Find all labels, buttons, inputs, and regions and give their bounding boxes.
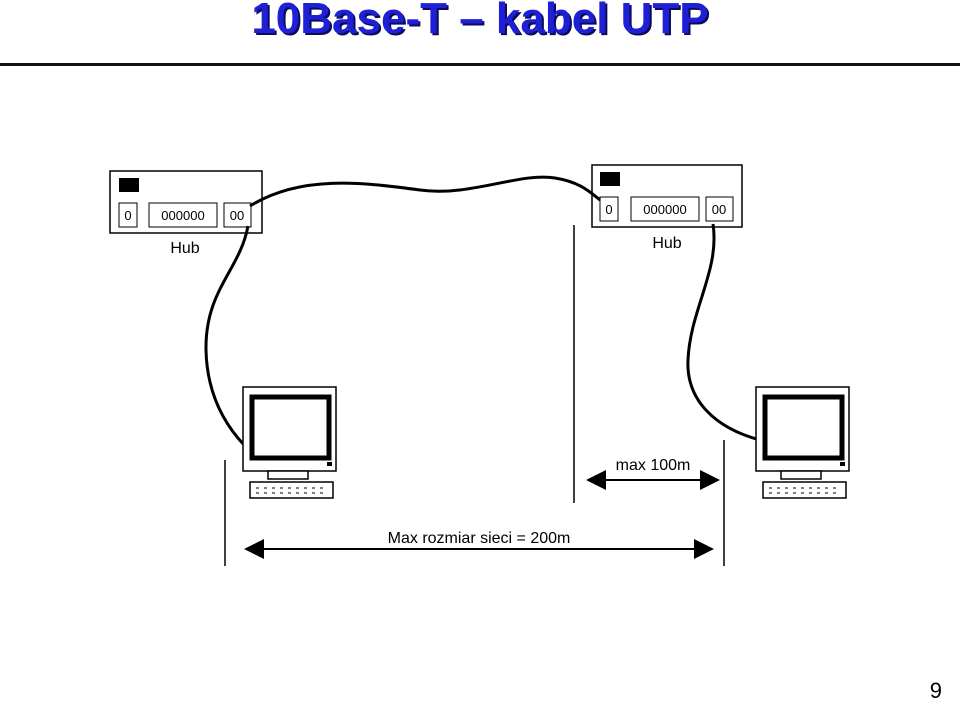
cable-hub-right-to-pc <box>686 223 761 442</box>
title-divider <box>0 63 960 66</box>
hub-left: 0 000000 00 Hub <box>109 170 263 257</box>
hub-led-icon <box>600 172 620 186</box>
hub-right-port-single: 0 <box>605 202 612 217</box>
hub-right: 0 000000 00 Hub <box>591 164 743 252</box>
cable-hub-to-hub <box>249 175 601 208</box>
hub-right-port-group: 000000 <box>643 202 686 217</box>
segment-length-label: max 100m <box>616 457 691 474</box>
slide-title: 10Base-T – kabel UTP <box>251 0 709 43</box>
page-number: 9 <box>929 678 942 703</box>
hub-left-label: Hub <box>170 240 199 257</box>
hub-left-port-pair: 00 <box>230 208 244 223</box>
computer-right-icon <box>755 386 850 499</box>
hub-right-label: Hub <box>652 235 681 252</box>
hub-left-port-single: 0 <box>124 208 131 223</box>
hub-led-icon <box>119 178 139 192</box>
hub-left-port-group: 000000 <box>161 208 204 223</box>
computer-left-icon <box>242 386 337 499</box>
hub-right-port-pair: 00 <box>712 202 726 217</box>
network-size-label: Max rozmiar sieci = 200m <box>388 530 571 547</box>
cable-hub-left-to-pc <box>204 225 250 448</box>
